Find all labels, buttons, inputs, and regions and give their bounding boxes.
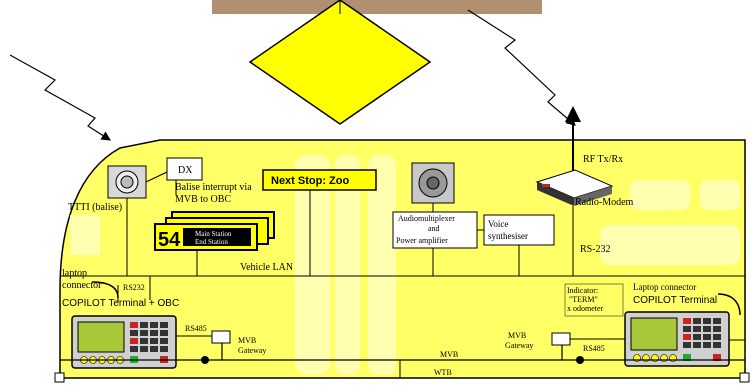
- copilot-left-label: COPILOT Terminal + OBC: [62, 298, 179, 309]
- lightning-antenna-left: [9, 54, 112, 141]
- indicator-line3: x odometer: [567, 304, 604, 313]
- mvb-bus: [60, 343, 745, 361]
- dx-label: DX: [178, 165, 193, 176]
- voice-line1: Voice: [488, 219, 508, 229]
- rs232-right-label: RS-232: [580, 244, 611, 255]
- lightning-antenna-right: [467, 9, 576, 126]
- voice-line2: synthesiser: [488, 231, 528, 241]
- audio-line1: Audiomultiplexer: [398, 214, 455, 223]
- mvb-bus-label: MVB: [440, 350, 458, 359]
- next-stop-sign: [262, 169, 377, 191]
- audio-line2: and: [428, 224, 440, 233]
- window-stripes: [70, 155, 740, 375]
- indicator-line2: "TERM": [569, 295, 598, 304]
- mvb-gateway-left-line1: MVB: [238, 336, 256, 345]
- roof-pantograph-bar: [212, 0, 542, 14]
- coupler-right: [739, 372, 750, 383]
- laptop-connector-right-label: Laptop connector: [633, 282, 696, 292]
- wtb-bus-label: WTB: [434, 368, 452, 377]
- copilot-terminal-right: [624, 311, 730, 367]
- audio-multiplexer-box: [392, 211, 478, 249]
- vehicle-lan-label: Vehicle LAN: [240, 262, 293, 273]
- coupler-left: [54, 372, 65, 383]
- balise-interrupt-line2: MVB to OBC: [175, 194, 231, 205]
- next-stop-text: Next Stop: Zoo: [271, 175, 349, 187]
- indicator-box: [564, 283, 624, 317]
- display-number: 54: [158, 229, 181, 251]
- indicator-line1: Indicator:: [567, 286, 598, 295]
- voice-synth-box: [483, 214, 555, 246]
- mvb-gateway-left-line2: Gateway: [238, 346, 266, 355]
- mvb-gateway-right: [551, 332, 571, 346]
- destination-displays: [154, 211, 275, 251]
- mvb-gateway-right-line2: Gateway: [505, 341, 533, 350]
- display-line1: Main Station: [195, 230, 232, 238]
- dx-box: [166, 157, 203, 181]
- pantograph: [248, 0, 432, 125]
- rs232-left-label: RS232: [123, 283, 145, 292]
- balise-interrupt-line1: Balise interrupt via: [175, 182, 252, 193]
- ttti-balise-device: [107, 165, 147, 199]
- rs485-right-label: RS485: [583, 344, 605, 353]
- ttti-label: TTTI (balise): [68, 202, 122, 213]
- rs485-left-label: RS485: [185, 324, 207, 333]
- speaker-icon: [411, 162, 455, 204]
- mvb-gateway-right-line1: MVB: [508, 331, 526, 340]
- display-line2: End Station: [195, 238, 228, 246]
- radio-modem-icon: [535, 169, 614, 206]
- audio-line3: Power amplifier: [396, 236, 448, 245]
- copilot-right-label: COPILOT Terminal: [633, 295, 717, 306]
- vehicle-lan: [60, 190, 745, 277]
- mvb-gateway-left: [211, 330, 231, 344]
- rf-label: RF Tx/Rx: [583, 154, 623, 165]
- copilot-terminal-left: [71, 315, 177, 369]
- wtb-bus: [60, 360, 745, 379]
- laptop-connector-left-line2: connector: [62, 280, 102, 291]
- laptop-connector-left-line1: laptop: [62, 268, 87, 279]
- radio-modem-label: Radio-Modem: [575, 197, 634, 208]
